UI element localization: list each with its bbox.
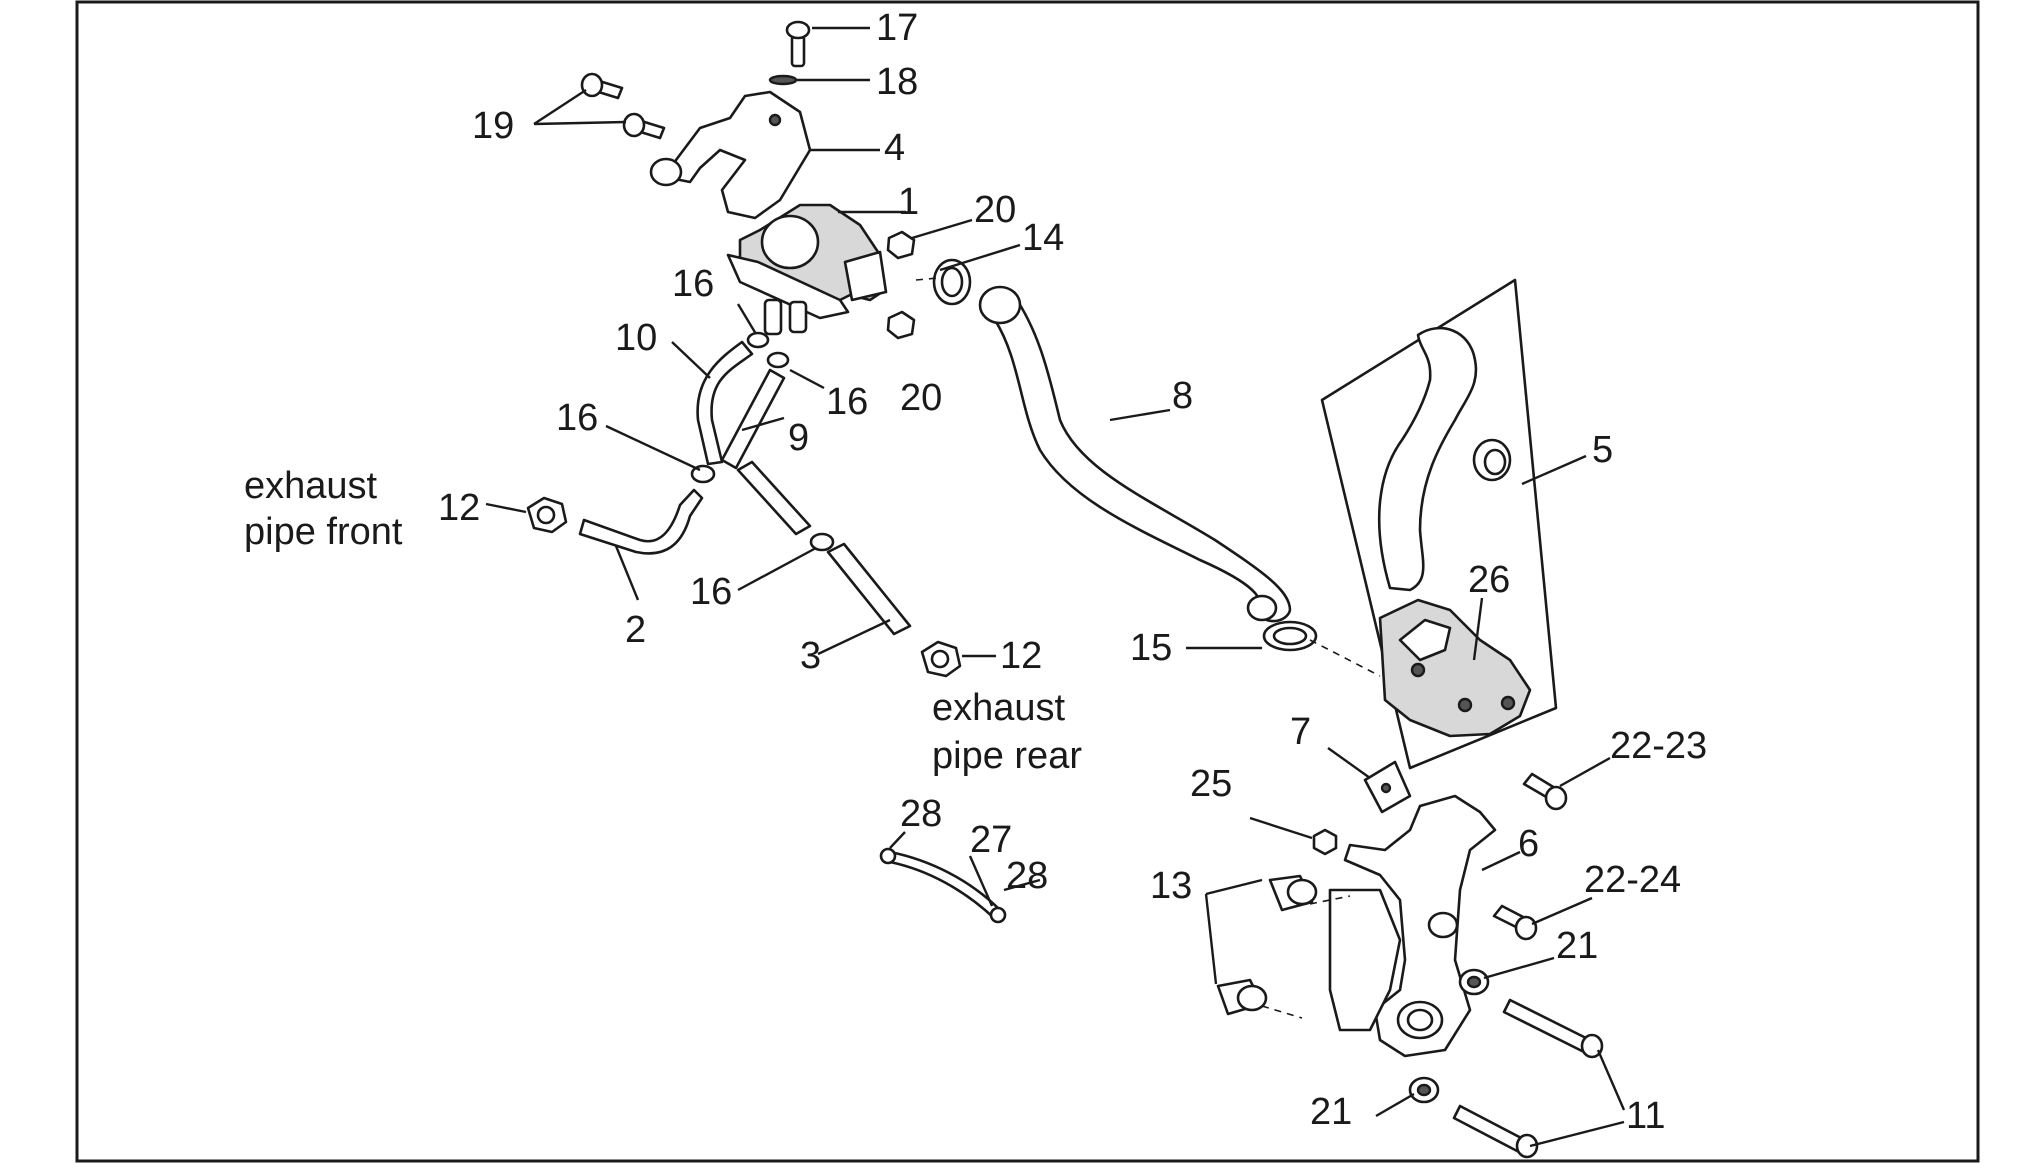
part-11-long-bolts	[1452, 998, 1604, 1159]
note-exhaust-rear-2: pipe rear	[932, 735, 1082, 777]
label-3: 3	[800, 635, 821, 677]
alignment-line	[915, 277, 939, 281]
part-6-mounting-bracket	[1328, 794, 1497, 1058]
label-9: 9	[788, 417, 809, 459]
label-28a: 28	[900, 793, 942, 835]
label-17: 17	[876, 7, 918, 49]
label-22-24: 22-24	[1584, 859, 1681, 901]
part-8-hose	[978, 285, 1292, 623]
part-2-hose	[578, 488, 704, 555]
label-12a: 12	[438, 487, 480, 529]
note-exhaust-front-2: pipe front	[244, 511, 403, 553]
part-27-small-hose	[879, 847, 1007, 924]
part-1-valve-body	[726, 203, 888, 336]
label-16a: 16	[672, 263, 714, 305]
label-20b: 20	[900, 377, 942, 419]
part-3-hose	[736, 460, 912, 636]
part-7-clip	[1363, 760, 1412, 814]
label-1: 1	[898, 181, 919, 223]
label-16d: 16	[690, 571, 732, 613]
note-exhaust-front-1: exhaust	[244, 465, 378, 507]
label-22-23: 22-23	[1610, 725, 1707, 767]
label-16b: 16	[826, 381, 868, 423]
part-12-nuts	[526, 496, 962, 678]
diagram-frame	[75, 0, 1980, 1163]
label-19: 19	[472, 105, 514, 147]
alignment-line	[1309, 895, 1351, 905]
label-18: 18	[876, 61, 918, 103]
label-14: 14	[1022, 217, 1064, 259]
label-20a: 20	[974, 189, 1016, 231]
label-25: 25	[1190, 763, 1232, 805]
label-21b: 21	[1310, 1091, 1352, 1133]
part-18-washer	[768, 74, 798, 86]
part-20-nuts	[886, 230, 916, 340]
label-26: 26	[1468, 559, 1510, 601]
label-4: 4	[884, 127, 905, 169]
label-6: 6	[1518, 823, 1539, 865]
label-7: 7	[1290, 711, 1311, 753]
part-22-24-bolt	[1492, 904, 1538, 941]
label-13: 13	[1150, 865, 1192, 907]
part-25-nut	[1312, 828, 1338, 856]
label-28b: 28	[1006, 855, 1048, 897]
label-8: 8	[1172, 375, 1193, 417]
alignment-line	[1309, 639, 1381, 677]
leader-lines	[485, 26, 1626, 1148]
label-27: 27	[970, 819, 1012, 861]
label-15: 15	[1130, 627, 1172, 669]
alignment-line	[1261, 1005, 1303, 1019]
part-4-bracket	[649, 90, 812, 220]
note-exhaust-rear-1: exhaust	[932, 687, 1066, 729]
part-22-23-bolt	[1522, 772, 1568, 811]
part-16-clamps	[690, 331, 835, 552]
part-13-bushings	[1216, 874, 1318, 1016]
part-15-clamp	[1246, 594, 1318, 652]
part-14-clamp	[932, 258, 972, 306]
part-10-hose	[696, 340, 754, 466]
part-21-washers	[1408, 968, 1490, 1104]
part-5-heat-shield	[1320, 278, 1558, 770]
label-2: 2	[625, 609, 646, 651]
part-26-reed-valve-housing	[1378, 598, 1532, 738]
label-21a: 21	[1556, 925, 1598, 967]
label-12b: 12	[1000, 635, 1042, 677]
label-5: 5	[1592, 429, 1613, 471]
part-17-screw	[785, 20, 811, 68]
label-10: 10	[615, 317, 657, 359]
part-19-bolts	[580, 72, 666, 140]
part-9-hose	[720, 368, 786, 470]
label-11: 11	[1626, 1095, 1665, 1137]
label-16c: 16	[556, 397, 598, 439]
